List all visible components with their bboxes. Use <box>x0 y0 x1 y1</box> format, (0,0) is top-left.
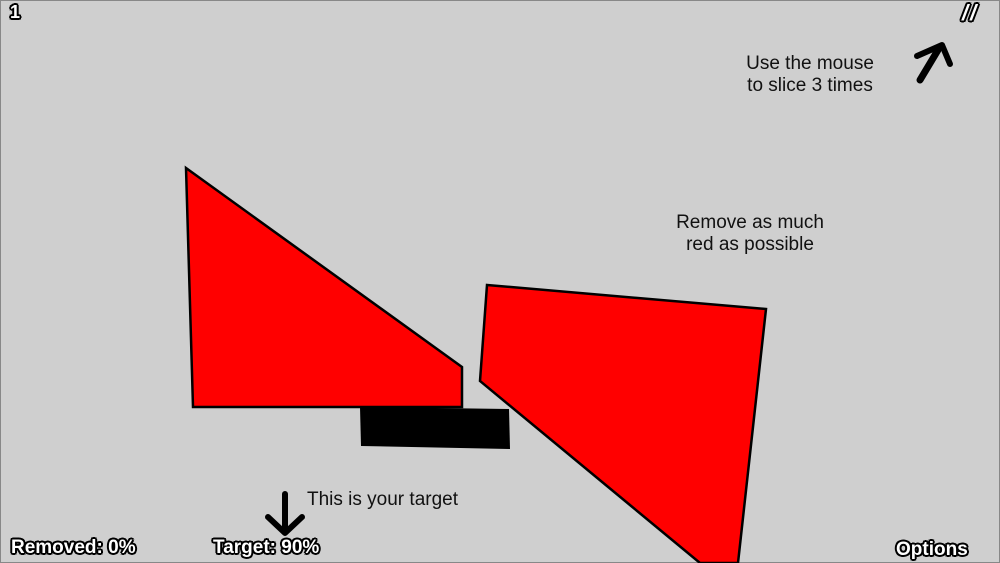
black-block <box>360 407 510 449</box>
arrow-down-icon <box>265 491 305 536</box>
slice-hint-line2: to slice 3 times <box>747 75 873 96</box>
slice-hint-line1: Use the mouse <box>746 53 874 74</box>
slice-hint: Use the mouse to slice 3 times <box>720 53 900 97</box>
remove-hint-line2: red as possible <box>686 234 814 255</box>
removed-percent: Removed: 0% <box>11 537 136 558</box>
pause-button[interactable]: // <box>962 0 979 25</box>
remove-hint: Remove as much red as possible <box>645 212 855 256</box>
red-shape-right[interactable] <box>478 283 768 563</box>
remove-hint-line1: Remove as much <box>676 212 824 233</box>
target-percent: Target: 90% <box>213 537 320 558</box>
arrow-up-icon <box>914 42 953 84</box>
level-number: 1 <box>10 2 21 22</box>
target-hint: This is your target <box>307 489 458 510</box>
red-shape-left[interactable] <box>184 165 464 409</box>
options-button[interactable]: Options <box>896 539 968 560</box>
